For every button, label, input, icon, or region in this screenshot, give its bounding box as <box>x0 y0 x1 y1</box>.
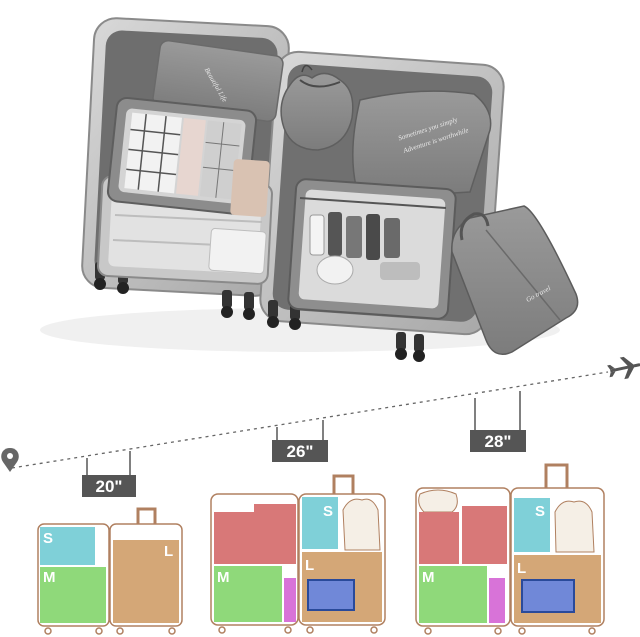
s-label-26: S <box>323 503 333 520</box>
salmon-cube <box>254 504 296 564</box>
salmon-cube <box>214 512 254 564</box>
m-label-20: M <box>43 569 56 586</box>
m-label-28: M <box>422 569 435 586</box>
suitcase-diagram-26 <box>210 474 386 634</box>
size-tags: 20" 26" 28" <box>82 391 526 497</box>
size-tag-28: 28" <box>470 391 526 452</box>
suitcase-diagram-20 <box>37 507 183 635</box>
size-label-20: 20" <box>96 477 123 496</box>
size-label-26: 26" <box>287 442 314 461</box>
travel-route <box>1 356 640 472</box>
size-label-28: 28" <box>485 432 512 451</box>
s-cube <box>40 527 95 565</box>
hanging-shoe-bag: Go travel <box>451 205 579 355</box>
s-cube <box>514 498 550 552</box>
plaid-shirt <box>124 112 242 200</box>
location-pin-icon <box>1 448 19 472</box>
suitcase-diagram-28 <box>415 463 605 635</box>
l-area <box>113 540 179 623</box>
drawstring-bag <box>280 64 354 151</box>
m-cube <box>214 566 282 622</box>
route-dashed-line <box>11 371 609 469</box>
s-label-28: S <box>535 503 545 520</box>
l-label-28: L <box>517 560 526 577</box>
zip-pouch <box>521 579 575 613</box>
l-label-26: L <box>305 557 314 574</box>
airplane-icon <box>607 356 640 380</box>
suitcase-photo: Beautiful Life <box>40 17 579 362</box>
zip-pouch <box>307 579 355 611</box>
s-cube <box>302 497 338 549</box>
m-cube <box>40 567 106 623</box>
right-shell-contents: Sometimes you simply Adventure is worthw… <box>280 64 579 355</box>
s-label-20: S <box>43 530 53 547</box>
m-cube <box>419 566 487 623</box>
left-shell-contents: Beautiful Life <box>97 39 284 285</box>
cosmetic-pouch <box>287 178 457 320</box>
size-tag-20: 20" <box>82 451 136 497</box>
cosmetic-pouch <box>284 578 296 622</box>
right-wheels <box>267 300 425 362</box>
cosmetic-pouch <box>489 578 505 623</box>
size-tag-26: 26" <box>272 420 328 462</box>
salmon-cube <box>419 512 459 564</box>
salmon-cube <box>462 506 507 564</box>
m-label-26: M <box>217 569 230 586</box>
l-label-20: L <box>164 543 173 560</box>
flat-pouch: Sometimes you simply Adventure is worthw… <box>352 90 492 194</box>
